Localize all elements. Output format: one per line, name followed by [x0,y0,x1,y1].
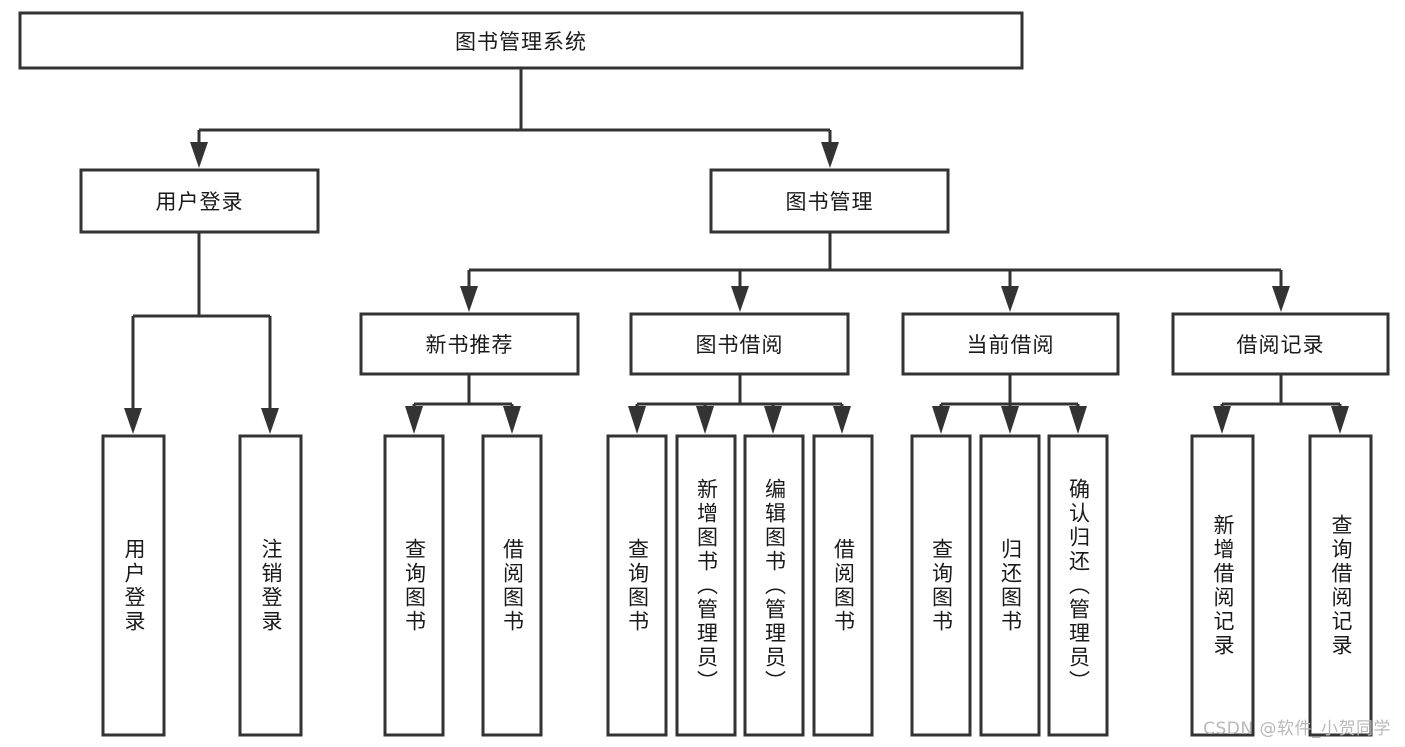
node-box-current-borrow[interactable] [901,312,1120,376]
arrow-head-newbook [460,286,478,312]
watermark-text: CSDN @软件_小贺同学 [1203,719,1391,739]
node-box-leaf-query-book-1[interactable] [383,434,445,737]
node-box-leaf-return-book[interactable] [979,434,1041,737]
arrow-head-leaf-return-book [1001,406,1019,434]
arrow-head-leaf-query-book-3 [932,406,950,434]
arrow-head-leaf-borrow-book-1 [503,406,521,434]
node-box-book-borrow[interactable] [629,312,850,376]
node-box-leaf-query-book-2[interactable] [606,434,668,737]
arrow-head-leaf-confirm-return [1069,406,1087,434]
connector-group [124,68,1349,434]
node-box-leaf-add-book[interactable] [675,434,737,737]
arrow-head-leaf-query-book-2 [628,406,646,434]
arrow-head-leaf-edit-book [764,406,782,434]
node-box-leaf-edit-book[interactable] [743,434,805,737]
node-box-borrow-record[interactable] [1171,312,1390,376]
arrow-head-leaf-query-book-1 [405,406,423,434]
node-box-book-management[interactable] [709,168,950,234]
arrow-head-record [1272,286,1290,312]
arrow-head-leaf-user-login [124,408,142,434]
node-box-leaf-confirm-return[interactable] [1047,434,1109,737]
node-box-leaf-query-record[interactable] [1308,434,1373,737]
arrow-head-leaf-logout [261,408,279,434]
node-box-new-book-recommend[interactable] [359,312,580,376]
node-box-group [18,11,1390,737]
node-box-root[interactable] [18,11,1024,70]
arrow-head-bookmgmt [821,142,839,168]
arrow-head-current [1001,286,1019,312]
arrow-head-leaf-borrow-book-2 [833,406,851,434]
node-box-leaf-user-login[interactable] [101,434,166,737]
arrow-head-borrow [731,286,749,312]
arrow-head-login [190,142,208,168]
node-box-user-login[interactable] [79,168,320,234]
arrow-head-leaf-add-book [696,406,714,434]
arrow-head-leaf-add-record [1213,406,1231,434]
node-box-leaf-logout[interactable] [238,434,303,737]
node-box-leaf-borrow-book-1[interactable] [481,434,543,737]
arrow-head-leaf-query-record [1331,406,1349,434]
node-box-leaf-query-book-3[interactable] [910,434,972,737]
node-box-leaf-add-record[interactable] [1190,434,1255,737]
node-box-leaf-borrow-book-2[interactable] [812,434,874,737]
